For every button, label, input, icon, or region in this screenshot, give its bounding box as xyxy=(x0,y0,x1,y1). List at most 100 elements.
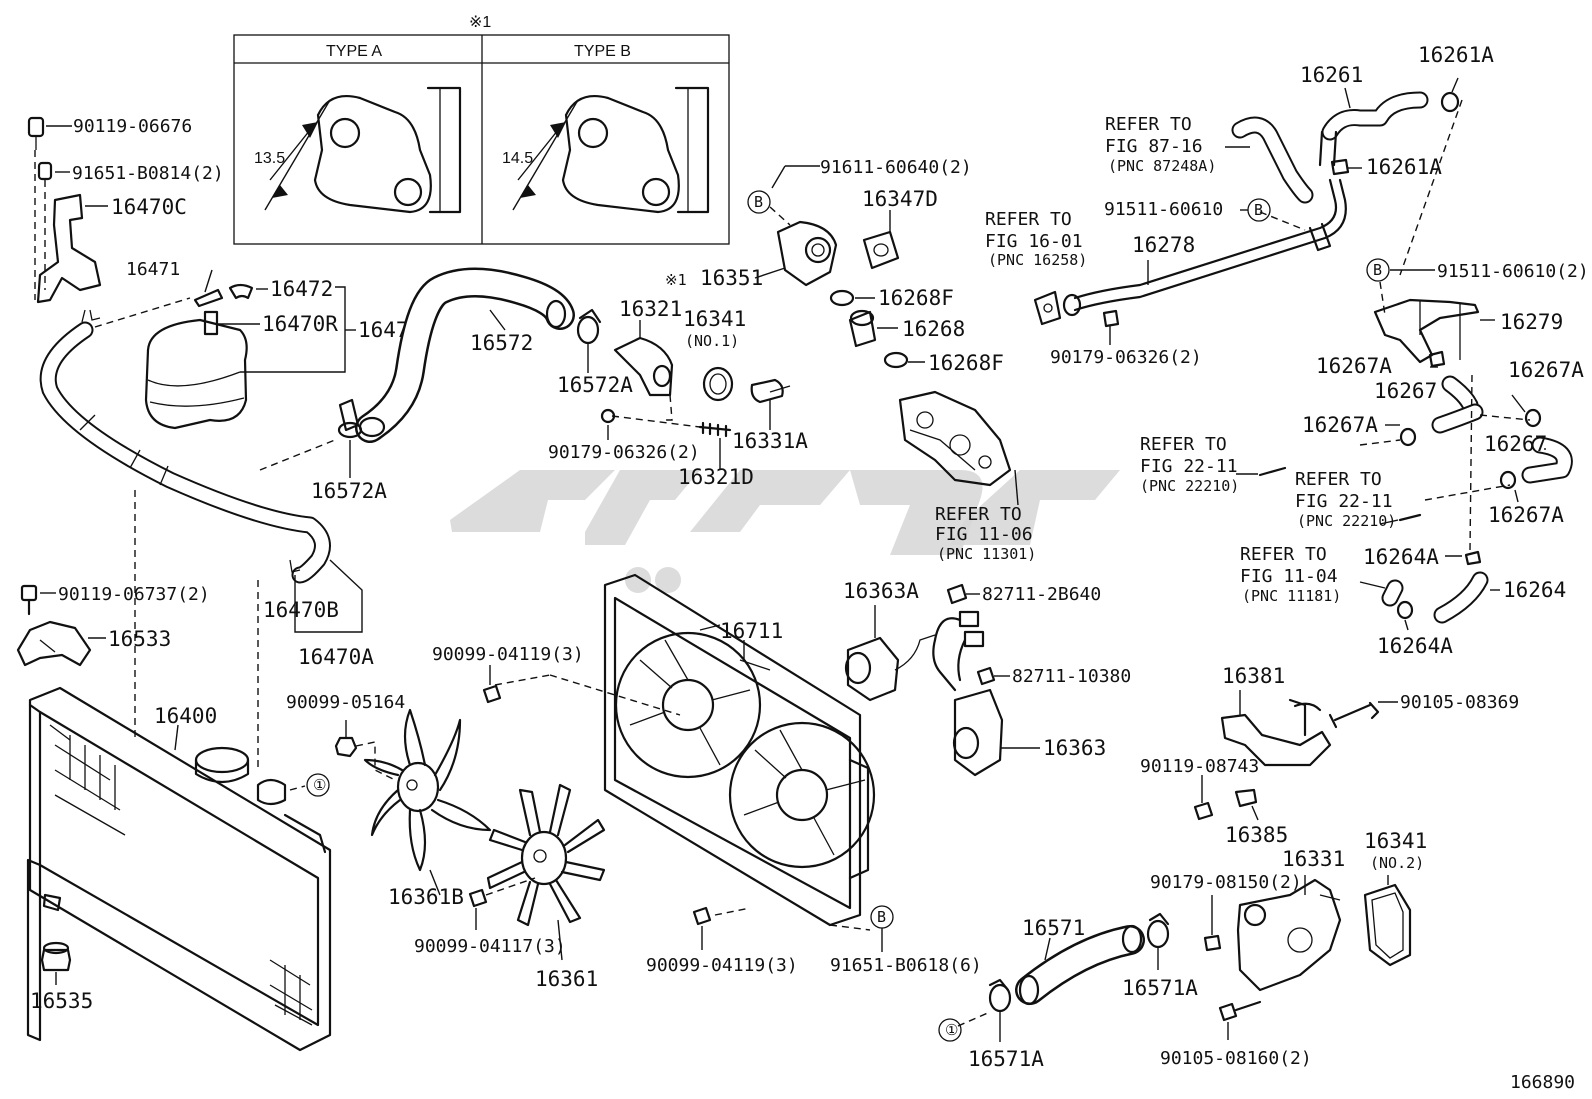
label-16341-2-sub: (NO.2) xyxy=(1370,854,1424,872)
fan-motor-16363a xyxy=(844,605,936,702)
pipe-16278: B xyxy=(1033,178,1347,345)
type-a-flange-drawing: 13.5 xyxy=(254,86,462,214)
watermark-logo xyxy=(450,470,1120,593)
figure-number: 166890 xyxy=(1510,1072,1575,1093)
label-16279: 16279 xyxy=(1500,310,1563,334)
label-16268: 16268 xyxy=(902,317,965,341)
label-16267a-3: 16267A xyxy=(1302,413,1378,437)
hoses-16267-16264 xyxy=(1236,366,1573,631)
ref-11-04-line1: REFER TO xyxy=(1240,544,1327,565)
inset-type-b-title: TYPE B xyxy=(574,43,631,60)
bracket-16533-group xyxy=(16,584,106,667)
fan-16361b xyxy=(363,708,492,896)
label-16267-2: 16267 xyxy=(1484,432,1547,456)
label-16571a-right: 16571A xyxy=(1122,976,1198,1000)
ref-22b-line3: (PNC 22210) xyxy=(1297,512,1396,530)
wire-harness-16363 xyxy=(932,610,1040,777)
label-16331a: 16331A xyxy=(732,429,808,453)
label-90119-06676: 90119-06676 xyxy=(73,116,192,137)
label-16472: 16472 xyxy=(270,277,333,301)
svg-text:①: ① xyxy=(945,1021,958,1039)
label-16572a-left: 16572A xyxy=(311,479,387,503)
ref-22a-line2: FIG 22-11 xyxy=(1140,456,1238,477)
label-16261a-top: 16261A xyxy=(1418,43,1494,67)
fan-shroud-16711 xyxy=(494,573,876,931)
label-91511-60610-top: 91511-60610 xyxy=(1104,199,1223,220)
label-16533: 16533 xyxy=(108,627,171,651)
label-16347d: 16347D xyxy=(862,187,938,211)
label-16351: 16351 xyxy=(700,266,763,290)
label-16267a-4: 16267A xyxy=(1488,503,1564,527)
label-16361b: 16361B xyxy=(388,885,464,909)
label-90119-06737: 90119-06737(2) xyxy=(58,584,210,605)
label-16470a: 16470A xyxy=(298,645,374,669)
label-16361: 16361 xyxy=(535,967,598,991)
screw-90099-04117 xyxy=(468,877,536,930)
label-16363: 16363 xyxy=(1043,736,1106,760)
ref-22a-line1: REFER TO xyxy=(1140,434,1227,455)
ref-16-line2: FIG 16-01 xyxy=(985,231,1083,252)
label-16470c: 16470C xyxy=(111,195,187,219)
label-16267a-1: 16267A xyxy=(1316,354,1392,378)
screw-90099-04119-top xyxy=(482,665,502,704)
ref-87-line3: (PNC 87248A) xyxy=(1108,157,1216,175)
label-90179-08150: 90179-08150(2) xyxy=(1150,872,1302,893)
label-16711: 16711 xyxy=(720,619,783,643)
label-16571a-bot: 16571A xyxy=(968,1047,1044,1071)
type-b-flange-drawing: 14.5 xyxy=(502,86,710,214)
water-inlet-16321-group xyxy=(600,320,791,470)
label-16341-2: 16341 xyxy=(1364,829,1427,853)
upper-hose-16572 xyxy=(259,267,602,478)
gasket-16341-no2 xyxy=(1363,875,1412,967)
label-16535: 16535 xyxy=(30,989,93,1013)
ref-22b-line2: FIG 22-11 xyxy=(1295,491,1393,512)
label-90105-08160: 90105-08160(2) xyxy=(1160,1048,1312,1069)
label-91511-60610-right: 91511-60610(2) xyxy=(1437,261,1589,282)
label-90099-04119-bot: 90099-04119(3) xyxy=(646,955,798,976)
svg-text:①: ① xyxy=(313,776,326,794)
type-b-dimension: 14.5 xyxy=(502,150,533,167)
connector-82711-2b640 xyxy=(946,583,980,605)
label-16264a-top: 16264A xyxy=(1363,545,1439,569)
label-16261: 16261 xyxy=(1300,63,1363,87)
engine-cover-ref-drawing xyxy=(898,390,1019,506)
bracket-16470c-group xyxy=(27,116,108,304)
svg-text:B: B xyxy=(877,908,886,926)
label-16341-1: 16341 xyxy=(683,307,746,331)
label-90119-08743: 90119-08743 xyxy=(1140,756,1259,777)
label-16571: 16571 xyxy=(1022,916,1085,940)
label-16331: 16331 xyxy=(1282,847,1345,871)
ref-22b-line1: REFER TO xyxy=(1295,469,1382,490)
label-16267-1: 16267 xyxy=(1374,379,1437,403)
reservoir-tank-16470r xyxy=(94,269,356,430)
label-16321d: 16321D xyxy=(678,465,754,489)
label-90179-06326-top: 90179-06326(2) xyxy=(1050,347,1202,368)
label-90179-06326-mid: 90179-06326(2) xyxy=(548,442,700,463)
overflow-hose-16470a xyxy=(39,309,363,770)
label-16268f-bot: 16268F xyxy=(928,351,1004,375)
label-16470r: 16470R xyxy=(262,312,338,336)
ref-16-line3: (PNC 16258) xyxy=(988,251,1087,269)
ref-22a-line3: (PNC 22210) xyxy=(1140,477,1239,495)
label-90099-04117: 90099-04117(3) xyxy=(414,936,566,957)
lower-hose-16571 xyxy=(957,912,1170,1042)
label-16470b: 16470B xyxy=(263,598,339,622)
type-a-dimension: 13.5 xyxy=(254,150,285,167)
label-16264a-bot: 16264A xyxy=(1377,634,1453,658)
ref-87-line2: FIG 87-16 xyxy=(1105,136,1203,157)
bracket-16279-group: B xyxy=(1366,258,1495,368)
label-16471: 16471 xyxy=(126,259,180,280)
marker-b-4: B xyxy=(1373,261,1382,279)
label-91611-60640: 91611-60640(2) xyxy=(820,157,972,178)
ref-11-06-line3: (PNC 11301) xyxy=(937,545,1036,563)
pipe-16261-group xyxy=(1225,77,1463,276)
drain-plug-16535 xyxy=(40,941,72,985)
label-90099-04119-top: 90099-04119(3) xyxy=(432,644,584,665)
label-16341-1-sub: (NO.1) xyxy=(685,332,739,350)
label-16363a: 16363A xyxy=(843,579,919,603)
label-16572: 16572 xyxy=(470,331,533,355)
label-16267a-2: 16267A xyxy=(1508,358,1584,382)
inset-note-mark: ※1 xyxy=(469,14,491,31)
label-16261a-mid: 16261A xyxy=(1366,155,1442,179)
